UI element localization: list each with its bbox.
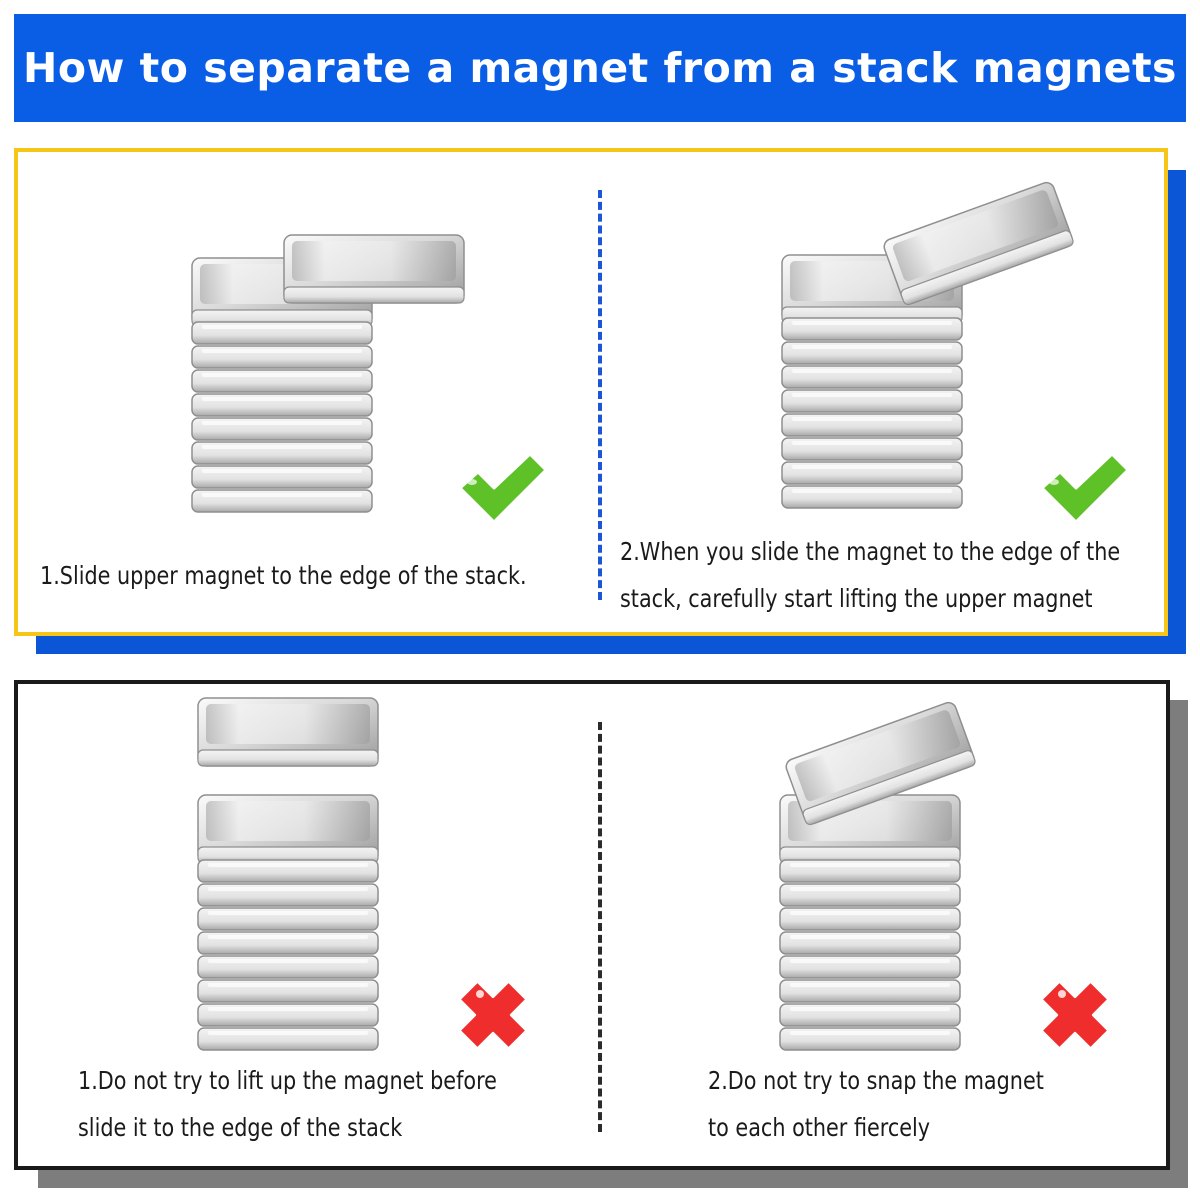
correct-step-1-caption: 1.Slide upper magnet to the edge of the … [40,561,527,590]
magnet-stack-lift [781,179,1076,509]
magnet-stack-slide [191,234,465,513]
magnet-stack-lifted-straight [197,697,379,1051]
title-banner: How to separate a magnet from a stack ma… [14,14,1186,122]
incorrect-step-2-caption-line-1: 2.Do not try to snap the magnet [708,1066,1044,1095]
cross-mark-icon [442,964,544,1066]
correct-panel-divider [598,190,602,600]
page-title: How to separate a magnet from a stack ma… [23,44,1177,92]
incorrect-step-1-caption-line-1: 1.Do not try to lift up the magnet befor… [78,1066,497,1095]
check-mark-icon [458,452,548,524]
cross-mark-icon [1024,964,1126,1066]
incorrect-panel-divider [598,722,602,1132]
correct-step-2-caption-line-2: stack, carefully start lifting the upper… [620,584,1093,613]
magnet-stack-snap [779,699,978,1051]
correct-step-2-caption-line-1: 2.When you slide the magnet to the edge … [620,537,1121,566]
incorrect-step-2-caption-line-2: to each other fiercely [708,1113,931,1142]
check-mark-icon [1040,452,1130,524]
incorrect-step-1-caption-line-2: slide it to the edge of the stack [78,1113,403,1142]
